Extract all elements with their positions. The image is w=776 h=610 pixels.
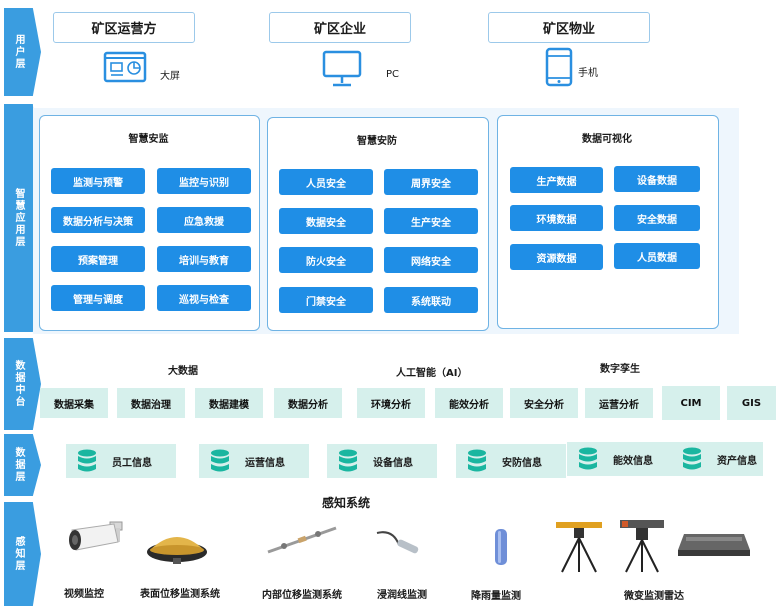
database-icon — [339, 449, 357, 472]
sense-label-radar: 微变监测雷达 — [624, 591, 684, 602]
radar-tripod-icon-2 — [620, 520, 664, 573]
chip-surveillance-recognition: 监控与识别 — [157, 168, 251, 194]
data-item-label: 资产信息 — [717, 455, 757, 467]
device-label-pc: PC — [386, 69, 400, 80]
tag-data-governance: 数据治理 — [117, 388, 185, 418]
user-box-operator: 矿区运营方 — [53, 12, 195, 43]
chip-environment-data: 环境数据 — [510, 205, 603, 231]
database-icon — [468, 449, 486, 472]
radar-tripod-icon — [556, 522, 602, 573]
chip-perimeter-safety: 周界安全 — [384, 169, 478, 195]
chip-equipment-data: 设备数据 — [614, 166, 700, 192]
tag-safety-analysis: 安全分析 — [510, 388, 578, 418]
sense-system-title: 感知系统 — [322, 496, 371, 510]
tag-environment-analysis: 环境分析 — [357, 388, 425, 418]
database-icon — [579, 447, 597, 470]
camera-device-icon — [69, 521, 123, 551]
chip-fire-safety: 防火安全 — [279, 247, 373, 273]
tag-operation-analysis: 运营分析 — [585, 388, 653, 418]
tag-energy-analysis: 能效分析 — [435, 388, 503, 418]
chip-resource-data: 资源数据 — [510, 244, 603, 270]
tag-data-collection: 数据采集 — [40, 388, 108, 418]
chip-production-safety: 生产安全 — [384, 208, 478, 234]
device-label-mobile: 手机 — [578, 68, 598, 79]
chip-personnel-safety: 人员安全 — [279, 169, 373, 195]
sense-label-surface: 表面位移监测系统 — [140, 589, 220, 600]
data-item-employee: 员工信息 — [66, 444, 176, 478]
layer-label-app: 智慧应用层 — [13, 188, 24, 248]
layer-label-data: 数据层 — [13, 447, 24, 483]
database-icon — [683, 447, 701, 470]
gnss-receiver-icon — [147, 537, 207, 564]
sense-label-video: 视频监控 — [64, 589, 104, 600]
big-screen-icon — [103, 51, 147, 83]
mobile-phone-icon — [545, 47, 573, 87]
data-item-label: 能效信息 — [613, 455, 653, 467]
data-item-equipment: 设备信息 — [327, 444, 437, 478]
chip-monitoring-warning: 监测与预警 — [51, 168, 145, 194]
panel-title-security: 智慧安防 — [357, 136, 397, 147]
tag-gis: GIS — [727, 386, 776, 420]
chip-safety-data: 安全数据 — [614, 205, 700, 231]
tag-cim: CIM — [662, 386, 720, 420]
group-title-digital-twin: 数字孪生 — [600, 364, 640, 375]
chip-training-education: 培训与教育 — [157, 246, 251, 272]
sense-label-rainfall: 降雨量监测 — [471, 591, 521, 602]
panel-title-supervision: 智慧安监 — [128, 134, 169, 145]
layer-label-sense: 感知层 — [13, 536, 24, 572]
data-item-security: 安防信息 — [456, 444, 566, 478]
data-item-operation: 运营信息 — [199, 444, 309, 478]
chip-patrol-inspection: 巡视与检查 — [157, 285, 251, 311]
panel-title-visualization: 数据可视化 — [582, 134, 632, 145]
rain-gauge-icon — [495, 529, 507, 565]
group-title-ai: 人工智能（AI） — [396, 368, 468, 379]
sense-label-internal: 内部位移监测系统 — [262, 590, 342, 601]
user-box-property: 矿区物业 — [488, 12, 650, 43]
layer-arrow-data: 数据层 — [4, 434, 41, 496]
chip-emergency-rescue: 应急救援 — [157, 207, 251, 233]
pc-monitor-icon — [322, 50, 362, 87]
user-box-enterprise: 矿区企业 — [269, 12, 411, 43]
data-item-label: 安防信息 — [502, 457, 542, 469]
layer-label-user: 用户层 — [13, 34, 24, 70]
chip-analysis-decision: 数据分析与决策 — [51, 207, 145, 233]
data-item-label: 员工信息 — [112, 457, 152, 469]
chip-plan-management: 预案管理 — [51, 246, 145, 272]
layer-label-middle: 数据中台 — [13, 360, 24, 408]
chip-access-safety: 门禁安全 — [279, 287, 373, 313]
data-item-label: 运营信息 — [245, 457, 285, 469]
layer-arrow-sense: 感知层 — [4, 502, 41, 606]
inclinometer-icon — [267, 526, 337, 554]
piezometer-icon — [376, 531, 419, 554]
data-item-energy: 能效信息 — [567, 442, 677, 476]
chip-production-data: 生产数据 — [510, 167, 603, 193]
sense-label-phreatic: 浸润线监测 — [377, 590, 427, 601]
tag-data-analysis: 数据分析 — [274, 388, 342, 418]
chip-network-safety: 网络安全 — [384, 247, 478, 273]
device-label-screen: 大屏 — [160, 71, 180, 82]
chip-management-dispatch: 管理与调度 — [51, 285, 145, 311]
radar-base-icon — [678, 534, 750, 556]
layer-arrow-user: 用户层 — [4, 8, 41, 96]
chip-data-safety: 数据安全 — [279, 208, 373, 234]
layer-arrow-middle: 数据中台 — [4, 338, 41, 430]
tag-data-modeling: 数据建模 — [195, 388, 263, 418]
database-icon — [78, 449, 96, 472]
data-item-label: 设备信息 — [373, 457, 413, 469]
data-item-assets: 资产信息 — [671, 442, 763, 476]
group-title-big-data: 大数据 — [168, 366, 198, 377]
chip-system-linkage: 系统联动 — [384, 287, 478, 313]
chip-personnel-data: 人员数据 — [614, 243, 700, 269]
database-icon — [211, 449, 229, 472]
